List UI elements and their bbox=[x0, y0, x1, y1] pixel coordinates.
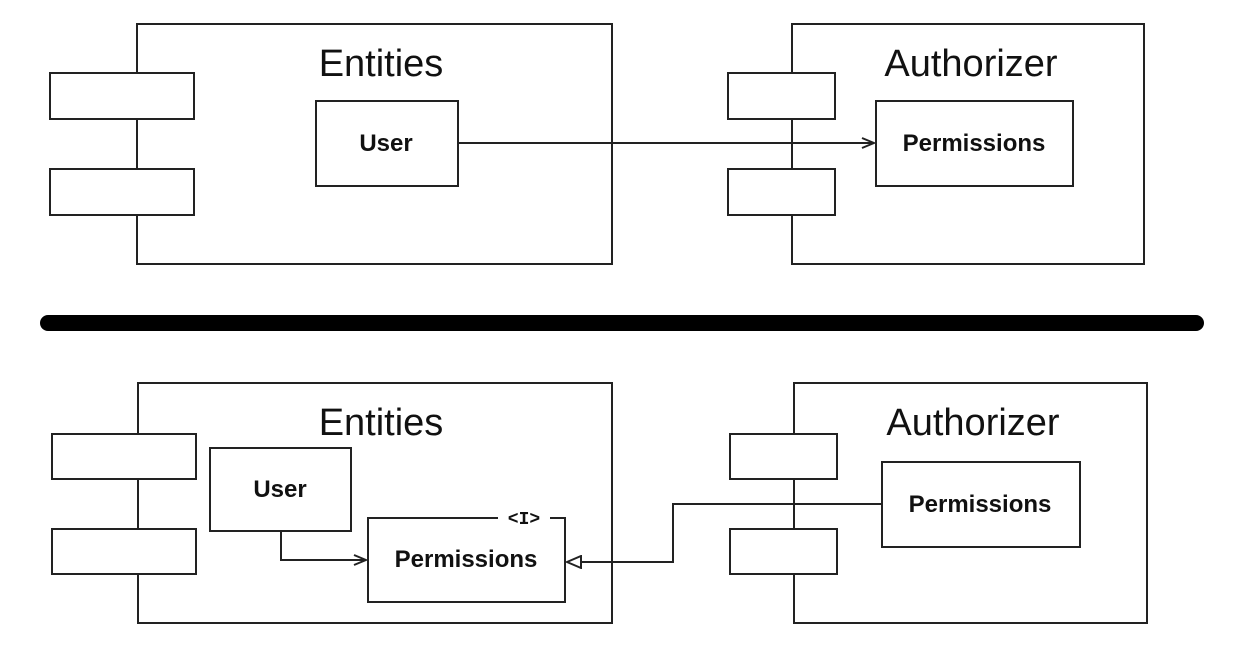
component-title: Entities bbox=[319, 43, 444, 85]
interface-stereotype: <I> bbox=[508, 510, 540, 530]
top-diagram: Entities User Authorizer Permissions bbox=[49, 23, 1145, 265]
bottom-entities-component: Entities User <I> Permissions bbox=[51, 382, 613, 624]
permissions-class-label: Permissions bbox=[903, 130, 1046, 157]
component-port-upper bbox=[727, 72, 836, 120]
component-port-upper bbox=[51, 433, 197, 480]
component-port-upper bbox=[729, 433, 838, 480]
implements-arrow bbox=[567, 503, 882, 562]
component-title: Authorizer bbox=[884, 43, 1058, 85]
component-title: Authorizer bbox=[886, 402, 1060, 444]
bottom-diagram: Entities User <I> Permissions Authorizer… bbox=[51, 382, 1148, 624]
stereotype-backdrop bbox=[498, 508, 550, 528]
user-class-label: User bbox=[253, 476, 306, 503]
user-class-box bbox=[209, 447, 352, 532]
top-authorizer-component: Authorizer Permissions bbox=[727, 23, 1145, 265]
permissions-class-label: Permissions bbox=[909, 491, 1052, 518]
component-port-lower bbox=[49, 168, 195, 216]
permissions-interface-box bbox=[367, 517, 566, 603]
permissions-class-box bbox=[875, 100, 1074, 187]
permissions-interface-label: Permissions bbox=[395, 546, 538, 573]
component-title: Entities bbox=[319, 402, 444, 444]
user-class-box bbox=[315, 100, 459, 187]
user-uses-interface-arrow bbox=[280, 531, 366, 560]
component-port-lower bbox=[51, 528, 197, 575]
user-class-label: User bbox=[359, 130, 412, 157]
component-port-upper bbox=[49, 72, 195, 120]
component-port-lower bbox=[727, 168, 836, 216]
component-port-lower bbox=[729, 528, 838, 575]
